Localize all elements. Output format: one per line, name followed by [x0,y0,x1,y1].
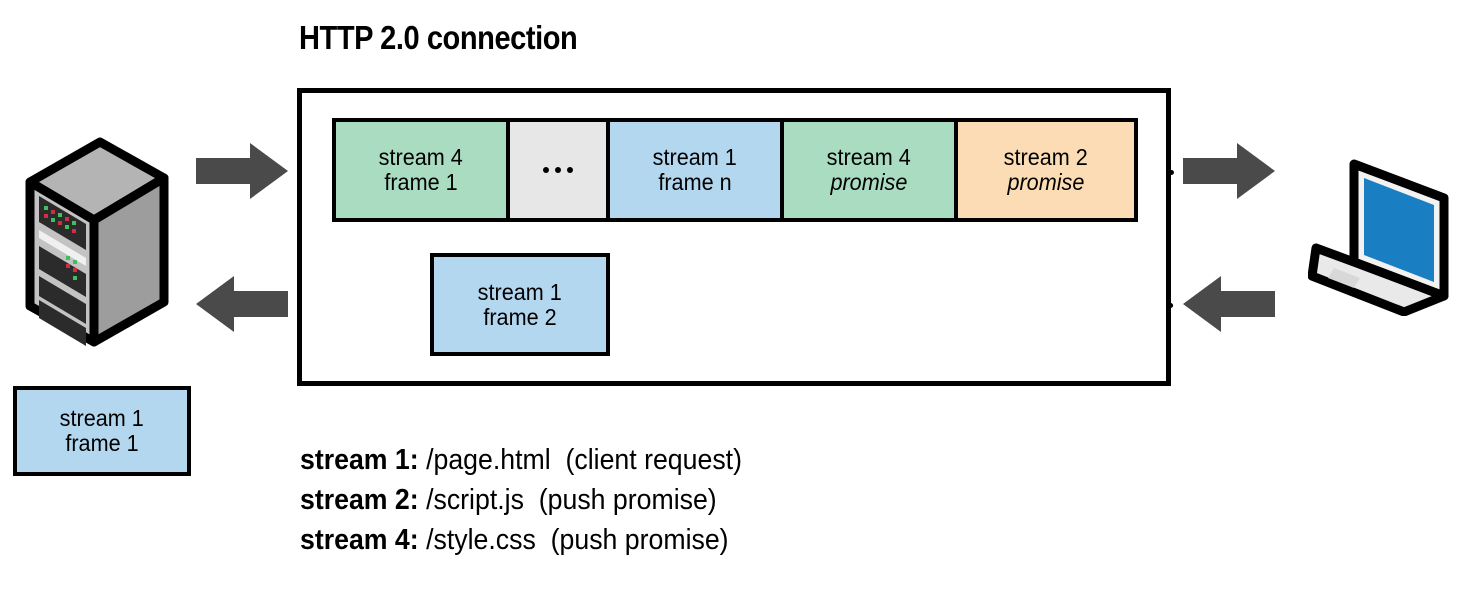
legend-resource: /style.css [426,524,536,557]
frame-label-line1: stream 1 [477,278,563,305]
page-title: HTTP 2.0 connection [299,19,578,56]
frame-label-line1: stream 1 [59,405,145,432]
arrow-client-out-icon [1183,143,1275,204]
frame-stream4-frame1: stream 4 frame 1 [336,122,510,218]
legend-separator: : [409,444,419,476]
frame-ellipsis [510,122,610,218]
legend-stream-name: stream 2 [300,484,410,517]
frame-stream4-promise: stream 4 promise [784,122,958,218]
frame-label-line1: stream 1 [652,144,738,171]
legend: stream 1: /page.html (client request) st… [300,440,780,560]
laptop-icon [1307,136,1468,321]
legend-row: stream 2: /script.js (push promise) [300,480,742,520]
frame-label-line2: promise [830,169,908,195]
frame-label-line2: frame 2 [483,303,557,330]
arrow-server-back-icon [196,276,288,337]
frame-label-line2: frame 1 [65,430,139,456]
frame-label-line1: stream 4 [826,144,912,171]
legend-resource: /page.html [426,444,551,476]
frame-stream1-framen: stream 1 frame n [610,122,784,218]
legend-separator: : [409,524,419,557]
server-icon [22,134,172,354]
frame-label-line2: frame n [658,169,732,195]
frame-label-line2: promise [1007,169,1085,195]
legend-separator: : [409,484,419,517]
legend-note: (client request) [565,444,742,476]
arrow-server-in-icon [196,143,288,204]
frame-return-stream1-frame2: stream 1 frame 2 [430,253,610,356]
frame-label-line1: stream 2 [1003,144,1089,171]
legend-note: (push promise) [550,524,729,557]
legend-stream-name: stream 4 [300,524,410,557]
frame-label-line1: stream 4 [378,144,464,171]
arrow-client-in-icon [1183,276,1275,337]
legend-row: stream 1: /page.html (client request) [300,440,742,480]
frame-label-line2: frame 1 [384,169,458,195]
legend-note: (push promise) [538,484,717,517]
frame-standalone-stream1-frame1: stream 1 frame 1 [13,386,191,476]
legend-stream-name: stream 1 [300,444,410,476]
legend-row: stream 4: /style.css (push promise) [300,520,742,560]
frame-stream2-promise: stream 2 promise [958,122,1134,218]
frame-strip: stream 4 frame 1 stream 1 frame n stream… [332,118,1138,222]
legend-resource: /script.js [426,484,524,517]
ellipsis-icon [543,167,573,173]
